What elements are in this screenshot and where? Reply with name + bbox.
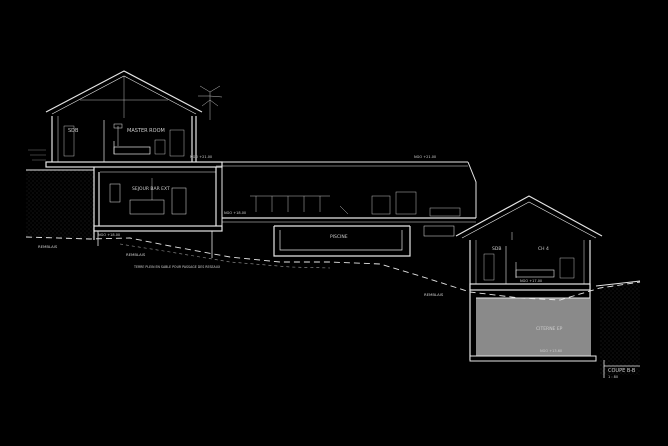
cistern	[476, 298, 590, 356]
title-block-title: COUPE B-B	[608, 368, 636, 374]
lower-floor	[93, 167, 223, 258]
terrain-line	[25, 236, 641, 301]
pool	[273, 225, 455, 257]
level-terrace-left: NGO +18.00	[224, 211, 246, 215]
left-floor-slab	[45, 161, 223, 168]
left-roof	[45, 70, 203, 113]
label-sdb-right: SDB	[492, 246, 501, 252]
label-ch4: CH 4	[538, 246, 549, 252]
label-piscine: PISCINE	[330, 234, 348, 240]
ground-left	[26, 170, 94, 240]
middle-terrace	[216, 161, 477, 226]
tree-sketch	[198, 85, 223, 120]
label-master-room: MASTER ROOM	[127, 128, 165, 134]
right-roof	[455, 195, 603, 237]
ground-right	[600, 280, 640, 375]
level-cistern-floor: NGO +13.60	[540, 349, 562, 353]
label-citerne: CITERNE EP	[536, 326, 563, 332]
label-sejour: SEJOUR BAR EXT	[132, 186, 170, 192]
label-sdb-left: SDB	[68, 128, 79, 134]
level-bar-ext: NGO +18.00	[98, 233, 120, 237]
master-bed	[113, 146, 151, 155]
label-remblais-left: REMBLAIS	[38, 244, 58, 249]
label-remblais-mid: REMBLAIS	[126, 252, 146, 257]
label-terre-note: TERRE PLEIN EN SABLE POUR PASSAGE DES RE…	[133, 265, 221, 269]
lower-floor-slab	[93, 225, 223, 232]
ch4-bed	[515, 269, 555, 278]
level-roof-terrace: NGO +21.00	[414, 155, 436, 159]
level-ch4-floor: NGO +17.00	[520, 279, 542, 283]
left-house	[45, 70, 223, 168]
title-block-scale: 1 : 80	[608, 375, 618, 379]
label-remblais-right: REMBLAIS	[424, 292, 444, 297]
foliage-left	[28, 149, 46, 161]
level-upper-floor: NGO +21.00	[190, 155, 212, 159]
